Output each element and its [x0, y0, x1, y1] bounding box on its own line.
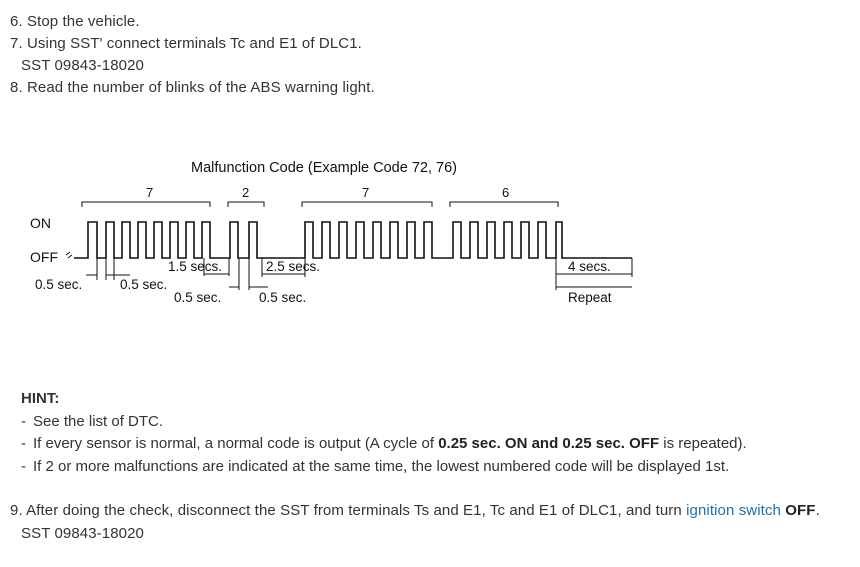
step-9-sst: SST 09843-18020: [21, 525, 144, 542]
step-7-sst: SST 09843-18020: [21, 57, 144, 74]
hint-bullet: -: [21, 435, 26, 452]
malfunction-code-diagram: Malfunction Code (Example Code 72, 76) 7…: [30, 160, 633, 305]
step-9-text: 9. After doing the check, disconnect the…: [10, 502, 687, 519]
brace-2: [227, 201, 265, 207]
on-label: ON: [30, 215, 51, 231]
hint-item-3-text: If 2 or more malfunctions are indicated …: [33, 458, 730, 475]
step-7: 7. Using SST' connect terminals Tc and E…: [10, 35, 362, 52]
hint-bullet: -: [21, 413, 26, 430]
diagram-title: Malfunction Code (Example Code 72, 76): [191, 160, 457, 176]
pulse-waveform: [74, 221, 632, 259]
hint-item-2-post: is repeated).: [659, 435, 747, 452]
timing-label-05-b1: 0.5 sec.: [174, 290, 221, 305]
hint-item-2-bold: 0.25 sec. ON and 0.25 sec. OFF: [438, 435, 660, 452]
hint-item-2: -If every sensor is normal, a normal cod…: [21, 434, 747, 454]
group-label-1: 7: [146, 185, 153, 200]
off-label: OFF: [30, 249, 58, 265]
timing-label-25: 2.5 secs.: [266, 259, 320, 274]
step-6: 6. Stop the vehicle.: [10, 13, 140, 30]
timing-label-05-mid: 0.5 sec.: [120, 277, 167, 292]
hint-item-3: -If 2 or more malfunctions are indicated…: [21, 457, 729, 477]
hint-item-1-text: See the list of DTC.: [33, 413, 164, 430]
timing-label-15: 1.5 secs.: [168, 259, 222, 274]
off-break-mark: [65, 251, 73, 259]
hint-title: HINT:: [21, 390, 60, 407]
group-label-4: 6: [502, 185, 509, 200]
hint-item-2-pre: If every sensor is normal, a normal code…: [33, 435, 439, 452]
timing-label-05-left: 0.5 sec.: [35, 277, 82, 292]
repeat-label: Repeat: [568, 290, 612, 305]
step-9-off: OFF: [785, 502, 816, 519]
timing-label-4: 4 secs.: [568, 259, 611, 274]
hint-item-1: -See the list of DTC.: [21, 412, 163, 432]
group-braces: [81, 201, 559, 207]
step-9: 9. After doing the check, disconnect the…: [10, 501, 820, 521]
group-label-2: 2: [242, 185, 249, 200]
brace-4: [449, 201, 559, 207]
step-8: 8. Read the number of blinks of the ABS …: [10, 79, 375, 96]
hint-bullet: -: [21, 458, 26, 475]
timing-markers: [86, 258, 633, 290]
brace-1: [81, 201, 211, 207]
timing-label-05-b2: 0.5 sec.: [259, 290, 306, 305]
ignition-switch-link[interactable]: ignition switch: [686, 502, 781, 519]
brace-3: [301, 201, 433, 207]
group-label-3: 7: [362, 185, 369, 200]
step-9-period: .: [815, 502, 820, 519]
